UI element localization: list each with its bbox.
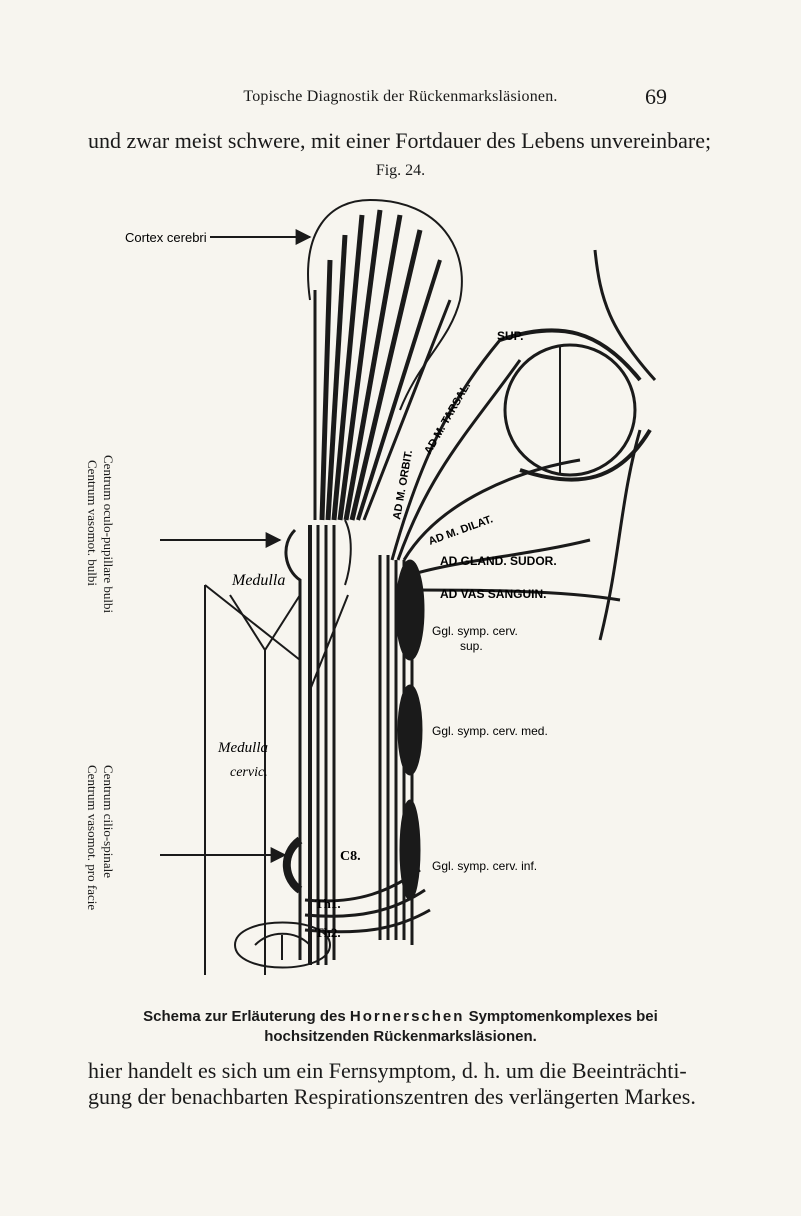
- label-ggl-med: Ggl. symp. cerv. med.: [432, 724, 548, 738]
- medulla-outline: [204, 584, 349, 975]
- hand-vas: AD VAS SANGUIN.: [440, 587, 546, 601]
- label-centrum-oculo: Centrum oculo-pupillare bulbi: [101, 455, 116, 614]
- caption-author: Hornerschen: [349, 1008, 465, 1025]
- hand-medulla: Medulla: [231, 572, 285, 589]
- hand-th2: Th2.: [315, 925, 341, 940]
- caption-part1: Schema zur Erläuterung des: [143, 1008, 350, 1025]
- running-head: Topische Diagnostik der Rückenmarksläsio…: [243, 88, 558, 105]
- body-text-line: gung der benachbarten Respirationszentre…: [88, 1084, 696, 1109]
- hand-sup: SUP.: [497, 329, 523, 343]
- label-centrum-vasomot-facie: Centrum vasomot. pro facie: [85, 765, 100, 911]
- eye-nerves: [390, 339, 621, 602]
- label-centrum-cilio: Centrum cilio-spinale: [101, 765, 116, 879]
- spinal-cross-section: [233, 921, 332, 969]
- hand-tarsal: AD M. TARSAL.: [422, 380, 473, 456]
- hand-orbit: AD M. ORBIT.: [391, 449, 415, 520]
- figure-diagram: Cortex cerebri Ggl. symp. cerv. sup. Ggl…: [125, 198, 657, 975]
- hand-dilat: AD M. DILAT.: [427, 513, 495, 547]
- eye: [499, 249, 657, 641]
- caption-part2: Symptomenkomplexes bei: [464, 1008, 658, 1025]
- label-ggl-sup: Ggl. symp. cerv.: [432, 624, 518, 638]
- figure-caption: Schema zur Erläuterung des Hornerschen S…: [0, 1008, 801, 1025]
- body-text-line: und zwar meist schwere, mit einer Fortda…: [88, 128, 712, 153]
- page-number: 69: [645, 84, 667, 109]
- cortex-fan: [307, 198, 463, 521]
- label-centrum-vasomot-bulbi: Centrum vasomot. bulbi: [85, 460, 100, 587]
- hand-glandsud: AD GLAND. SUDOR.: [440, 554, 557, 568]
- sympathetic-chain: [304, 555, 431, 945]
- hand-th1: Th1.: [315, 896, 341, 911]
- label-ggl-inf: Ggl. symp. cerv. inf.: [432, 859, 537, 873]
- body-text-line: hier handelt es sich um ein Fernsymptom,…: [88, 1058, 687, 1083]
- hand-cervic: cervic.: [230, 765, 268, 780]
- label-ggl-sup-2: sup.: [460, 639, 483, 653]
- figure-label: Fig. 24.: [375, 162, 426, 179]
- hand-medulla-2: Medulla: [217, 740, 268, 756]
- hand-c8: C8.: [340, 849, 361, 864]
- label-arrows: [160, 229, 312, 863]
- spinal-cord: [282, 519, 352, 965]
- label-cortex: Cortex cerebri: [125, 230, 207, 245]
- figure-caption-line2: hochsitzenden Rückenmarksläsionen.: [264, 1028, 537, 1045]
